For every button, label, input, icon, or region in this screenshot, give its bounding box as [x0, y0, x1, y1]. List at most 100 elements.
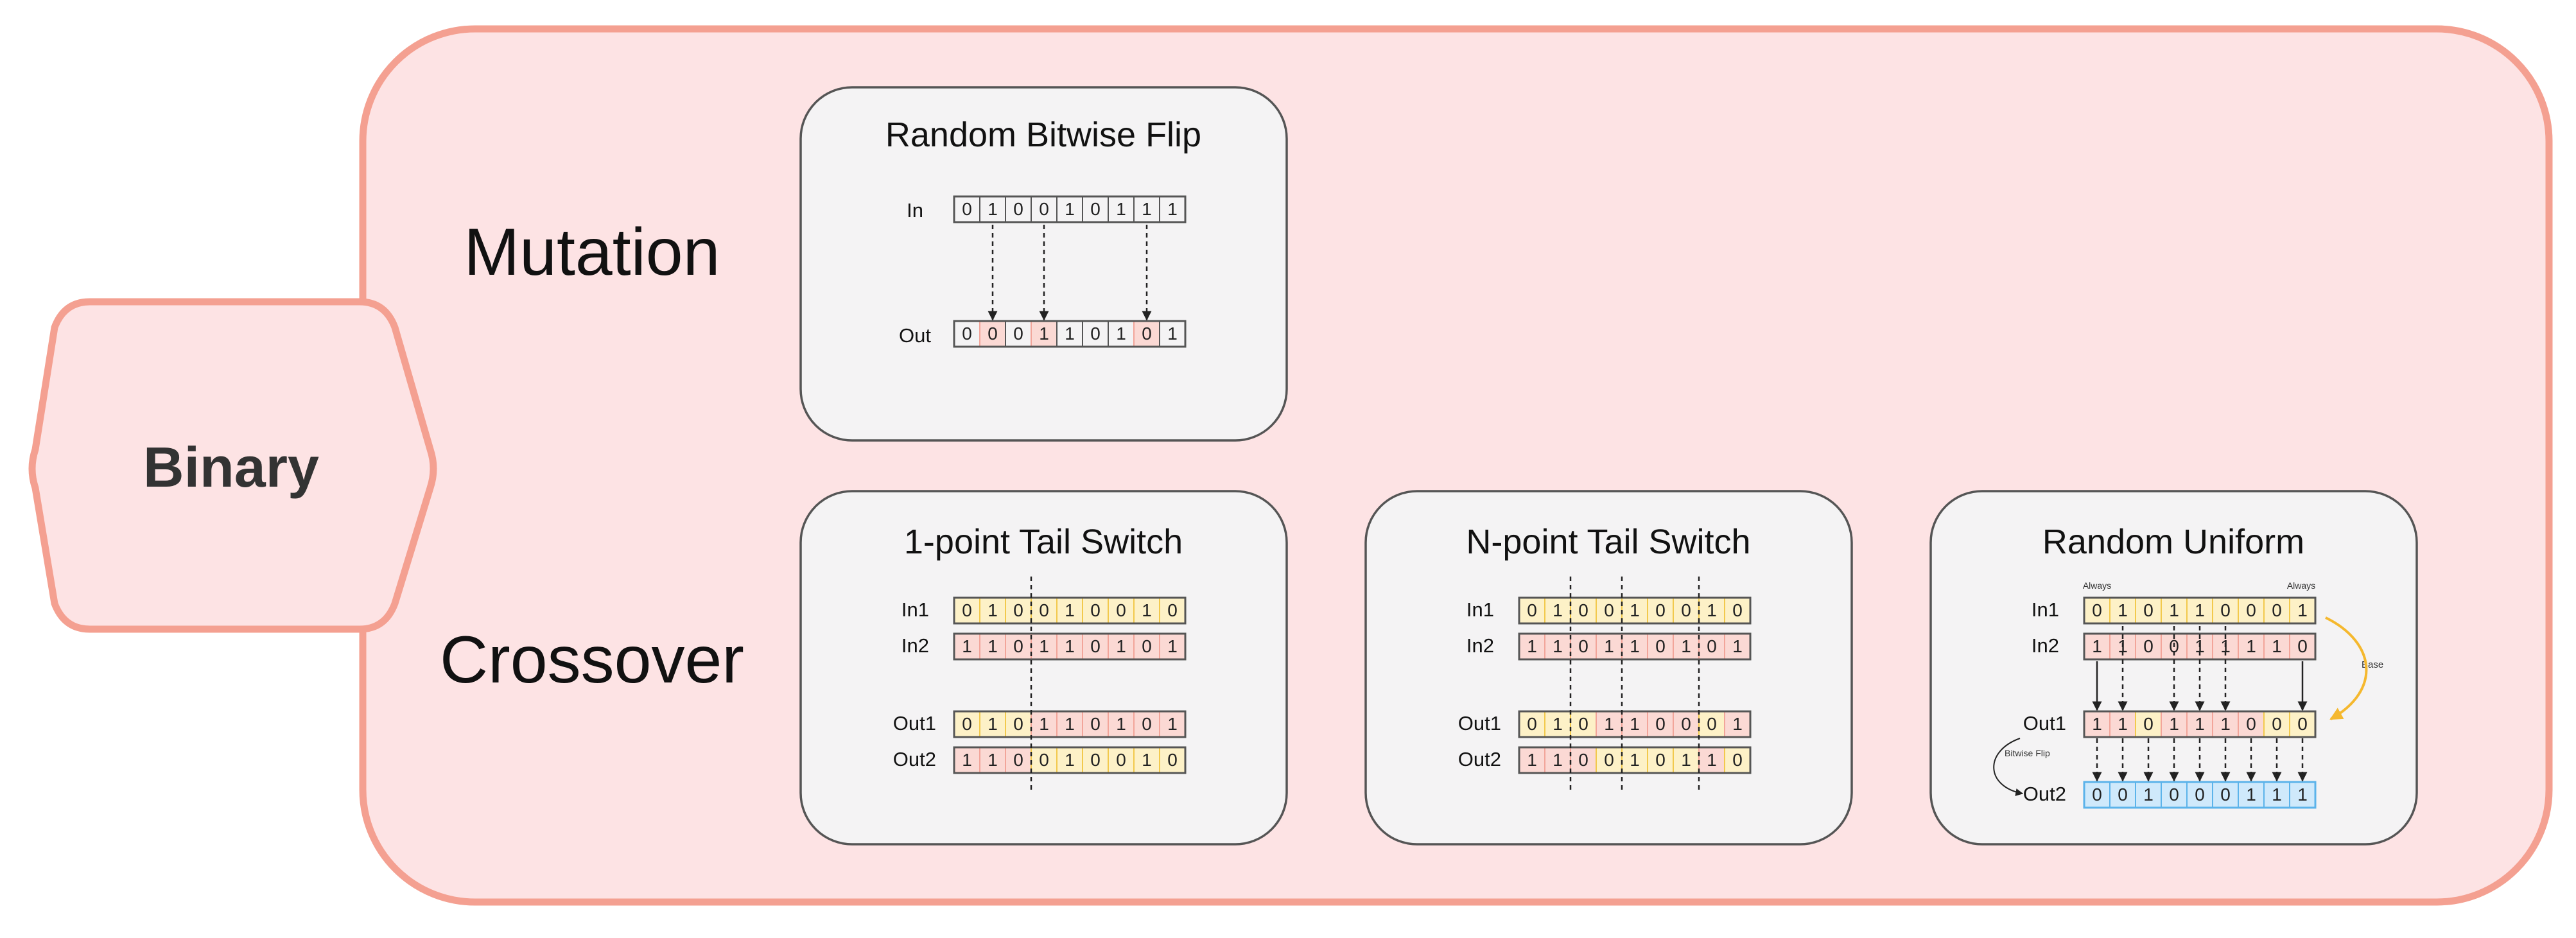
bitwise-bit-value: 1	[1065, 199, 1075, 219]
uniform-row-label: In1	[2032, 598, 2059, 621]
bitwise-bit-value: 0	[1039, 199, 1049, 219]
bitwise-bit-string	[953, 195, 1187, 223]
n_point-bit-string	[1518, 632, 1752, 661]
one_point-bit-cell	[1133, 633, 1160, 660]
one_point-bit-value: 0	[1090, 600, 1101, 620]
one_point-bit-value: 0	[1013, 600, 1023, 620]
uniform-bit-value: 1	[2272, 785, 2282, 804]
n_point-bit-value: 1	[1630, 600, 1640, 620]
n_point-bit-cell	[1724, 633, 1751, 660]
bitwise-bit-value: 1	[1116, 199, 1126, 219]
n_point-bit-value: 1	[1707, 600, 1717, 620]
one_point-bit-value: 1	[1116, 714, 1126, 734]
uniform-bit-string	[2083, 781, 2317, 809]
n_point-bit-value: 1	[1681, 750, 1691, 770]
one_point-bit-value: 1	[962, 750, 972, 770]
uniform-bit-value: 1	[2272, 636, 2282, 656]
n_point-bit-value: 1	[1553, 600, 1563, 620]
n_point-bit-cell	[1673, 597, 1700, 624]
bitwise-row-label: In	[907, 199, 923, 221]
uniform-bit-value: 0	[2195, 785, 2205, 804]
one_point-bit-value: 1	[1142, 600, 1152, 620]
one_point-bit-value: 0	[1090, 714, 1101, 734]
bitwise-bit-value: 0	[1013, 199, 1023, 219]
card-bitwise-flip	[799, 86, 1288, 442]
n_point-bit-value: 0	[1578, 750, 1588, 770]
n_point-bit-value: 0	[1732, 750, 1743, 770]
one_point-bit-value: 0	[1167, 750, 1178, 770]
one-point-row-label: Out2	[893, 748, 936, 770]
n-point-row-label: Out2	[1458, 748, 1501, 770]
n_point-bit-string	[1518, 710, 1752, 738]
uniform-bit-value: 0	[2246, 600, 2256, 620]
bitwise-bit-value: 0	[1013, 324, 1023, 343]
uniform-bit-value: 0	[2220, 600, 2231, 620]
bitwise-row-label: Out	[899, 324, 931, 347]
uniform-bit-value: 1	[2195, 714, 2205, 734]
uniform-bit-cell	[2084, 711, 2110, 738]
uniform-bit-value: 1	[2220, 714, 2231, 734]
always-left-label: Always	[2083, 580, 2111, 591]
one_point-bit-value: 0	[1013, 750, 1023, 770]
one_point-bit-value: 1	[1065, 600, 1075, 620]
base-curve-arrow	[2325, 616, 2368, 720]
uniform-bit-cell	[2135, 597, 2162, 624]
n_point-bit-value: 1	[1604, 714, 1614, 734]
n_point-bit-value: 0	[1578, 600, 1588, 620]
n_point-bit-value: 1	[1681, 636, 1691, 656]
uniform-row-label: Out1	[2023, 712, 2066, 734]
n_point-bit-cell	[1698, 711, 1725, 738]
n_point-bit-value: 1	[1553, 636, 1563, 656]
one-point-title: 1-point Tail Switch	[904, 523, 1183, 561]
uniform-bit-value: 0	[2143, 714, 2154, 734]
n-point-row-label: In1	[1466, 598, 1494, 621]
uniform-bit-value: 0	[2143, 600, 2154, 620]
n_point-bit-value: 1	[1553, 750, 1563, 770]
bitwise-bit-value: 1	[1065, 324, 1075, 343]
n_point-bit-value: 1	[1707, 750, 1717, 770]
n_point-bit-value: 1	[1630, 636, 1640, 656]
uniform-bit-cell	[2263, 781, 2290, 808]
one_point-bit-cell	[979, 597, 1006, 624]
uniform-bit-value: 1	[2297, 785, 2308, 804]
one_point-bit-value: 0	[1116, 600, 1126, 620]
connector-lines	[988, 225, 2308, 794]
uniform-bit-value: 1	[2118, 600, 2128, 620]
uniform-bit-string	[2083, 596, 2317, 625]
n_point-bit-cell	[1596, 633, 1623, 660]
n_point-bit-value: 0	[1527, 714, 1537, 734]
one_point-bit-value: 0	[1013, 714, 1023, 734]
uniform-bit-value: 1	[2169, 600, 2179, 620]
one_point-bit-value: 0	[1142, 714, 1152, 734]
n_point-bit-value: 1	[1732, 714, 1743, 734]
one_point-bit-value: 1	[1039, 636, 1049, 656]
bitwise-flip-label: Bitwise Flip	[2005, 748, 2050, 758]
n_point-bit-value: 0	[1655, 636, 1666, 656]
one_point-bit-cell	[1031, 747, 1057, 774]
one_point-bit-value: 1	[962, 636, 972, 656]
uniform-bit-value: 0	[2297, 636, 2308, 656]
n_point-bit-value: 0	[1681, 600, 1691, 620]
uniform-bit-value: 0	[2169, 785, 2179, 804]
one_point-bit-value: 0	[1039, 600, 1049, 620]
n_point-bit-value: 1	[1527, 636, 1537, 656]
one_point-bit-value: 0	[1039, 750, 1049, 770]
one_point-bit-value: 1	[988, 600, 998, 620]
one_point-bit-value: 1	[1065, 714, 1075, 734]
uniform-bit-value: 0	[2272, 600, 2282, 620]
bitwise-bit-value: 1	[1116, 324, 1126, 343]
n_point-bit-value: 0	[1655, 750, 1666, 770]
uniform-bit-cell	[2289, 633, 2316, 660]
n_point-bit-string	[1518, 746, 1752, 774]
bitwise-bit-value: 0	[1090, 324, 1101, 343]
n_point-bit-value: 1	[1527, 750, 1537, 770]
always-right-label: Always	[2287, 580, 2315, 591]
n-point-row-label: In2	[1466, 634, 1494, 657]
uniform-bit-value: 1	[2195, 600, 2205, 620]
uniform-bit-value: 1	[2297, 600, 2308, 620]
one_point-bit-value: 1	[1065, 636, 1075, 656]
bitwise-bit-value: 1	[1039, 324, 1049, 343]
one_point-bit-value: 1	[988, 636, 998, 656]
binary-label: Binary	[143, 435, 319, 499]
